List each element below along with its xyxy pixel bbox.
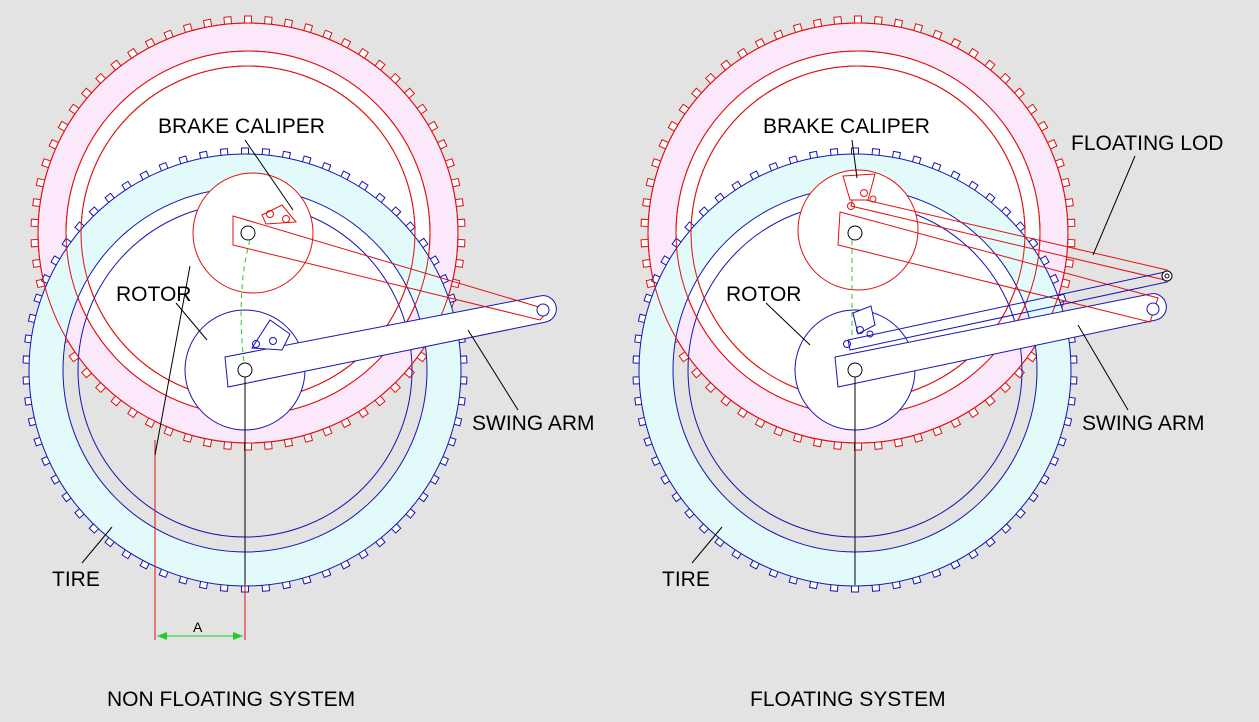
non-floating-system-diagram: A BRAKE CALIPER ROTOR SWING ARM TIRE NON… — [22, 15, 595, 711]
brake-caliper-red — [842, 173, 877, 210]
rotor-label: ROTOR — [116, 283, 191, 306]
lower-tire — [28, 153, 462, 587]
dimension-a-label: A — [193, 619, 203, 635]
axle — [847, 362, 863, 378]
floating-system-diagram: BRAKE CALIPER FLOATING LOD ROTOR SWING A… — [632, 15, 1223, 711]
tire-label: TIRE — [662, 568, 710, 591]
non-floating-caption: NON FLOATING SYSTEM — [107, 688, 355, 711]
swing-arm-red[interactable] — [232, 215, 550, 321]
swing-arm-label: SWING ARM — [1082, 412, 1205, 435]
swing-arm-pivot — [536, 303, 550, 317]
floating-caption: FLOATING SYSTEM — [750, 688, 946, 711]
brake-caliper-blue — [843, 305, 876, 348]
brake-caliper-red — [261, 204, 298, 225]
brake-caliper-blue — [251, 319, 291, 351]
swing-arm-label: SWING ARM — [472, 412, 595, 435]
swing-arm-blue[interactable] — [834, 293, 1167, 388]
axle — [237, 362, 253, 378]
swing-arm-red[interactable] — [837, 211, 1159, 323]
brake-caliper-label: BRAKE CALIPER — [763, 115, 930, 138]
rotor-label: ROTOR — [726, 283, 801, 306]
brake-caliper-label: BRAKE CALIPER — [158, 115, 325, 138]
floating-lod-label: FLOATING LOD — [1071, 132, 1223, 155]
tire-label: TIRE — [52, 568, 100, 591]
swing-arm-blue[interactable] — [224, 295, 557, 388]
